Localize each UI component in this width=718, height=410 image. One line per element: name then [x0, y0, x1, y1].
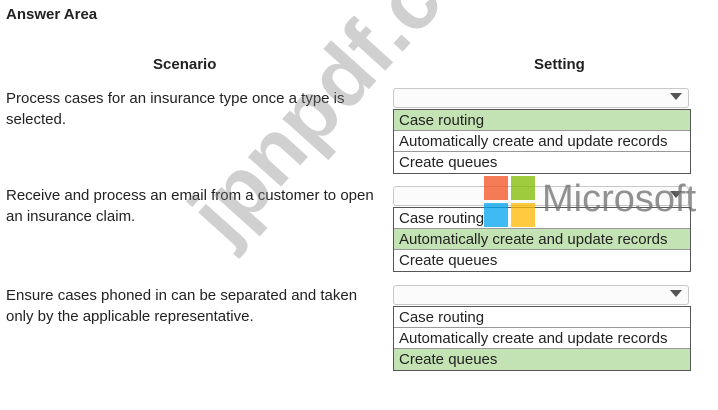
chevron-down-icon — [670, 290, 682, 297]
chevron-down-icon — [670, 93, 682, 100]
dropdown-option[interactable]: Case routing — [394, 307, 690, 328]
dropdown-option[interactable]: Create queues — [394, 349, 690, 370]
dropdown-option[interactable]: Create queues — [399, 154, 498, 171]
logo-square-red — [484, 176, 508, 200]
dropdown-option[interactable]: Case routing — [394, 208, 690, 229]
dropdown-option[interactable]: Case routing — [394, 110, 690, 131]
scenario-text: Process cases for an insurance type once… — [6, 90, 345, 128]
setting-dropdown[interactable] — [393, 88, 689, 108]
logo-square-yellow — [511, 203, 535, 227]
logo-square-green — [511, 176, 535, 200]
dropdown-option[interactable]: Automatically create and update records — [394, 131, 690, 152]
dropdown-options: Case routing Automatically create and up… — [393, 109, 691, 174]
scenario-text: Ensure cases phoned in can be separated … — [6, 287, 358, 325]
dropdown-option[interactable]: Automatically create and update records — [394, 229, 690, 250]
setting-dropdown[interactable] — [393, 285, 689, 305]
dropdown-options: Case routing Automatically create and up… — [393, 306, 691, 371]
scenario-text: Receive and process an email from a cust… — [6, 187, 374, 225]
microsoft-logo-icon — [484, 176, 536, 228]
setting-dropdown[interactable] — [393, 186, 689, 206]
dropdown-options: Case routing Automatically create and up… — [393, 207, 691, 272]
dropdown-option[interactable]: Automatically create and update records — [394, 328, 690, 349]
dropdown-option[interactable]: Create queues — [399, 252, 498, 269]
scenario-column-header: Scenario — [153, 56, 217, 73]
setting-column-header: Setting — [534, 56, 585, 73]
logo-square-blue — [484, 203, 508, 227]
answer-area-title: Answer Area — [6, 6, 98, 23]
chevron-down-icon — [670, 191, 682, 198]
